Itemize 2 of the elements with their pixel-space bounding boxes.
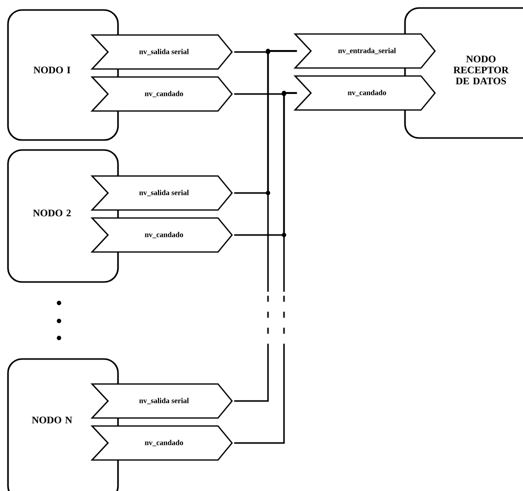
bus-line	[234, 50, 297, 402]
bus-line	[234, 92, 297, 444]
